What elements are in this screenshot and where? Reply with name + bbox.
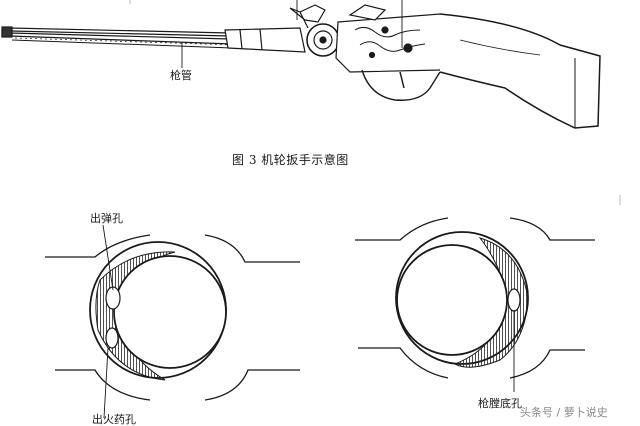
chamber-hole-label: 枪膛底孔 xyxy=(478,397,522,410)
left-cross-section xyxy=(45,224,300,419)
left-muzzle-hole xyxy=(105,286,121,310)
watermark: 头条号 / 萝卜说史 xyxy=(520,406,608,419)
wheel-mechanism xyxy=(306,23,340,57)
trigger-guard xyxy=(361,69,441,101)
cock-arm xyxy=(289,4,326,23)
trigger xyxy=(399,71,405,89)
flash-hole-label: 出火药孔 xyxy=(92,413,136,426)
right-cross-section xyxy=(355,217,595,392)
right-chamber-hole xyxy=(507,288,521,312)
muzzle-hole-label: 出弹孔 xyxy=(90,212,123,225)
butt-stock xyxy=(439,13,601,129)
gun-barrel xyxy=(1,26,236,49)
fore-stock xyxy=(224,27,306,53)
wheellock-gun-drawing xyxy=(1,0,601,129)
lock-plate xyxy=(335,4,453,73)
figure-caption: 图 3 机轮扳手示意图 xyxy=(232,153,349,167)
barrel-label: 枪管 xyxy=(170,69,192,82)
left-flash-hole xyxy=(105,327,119,349)
